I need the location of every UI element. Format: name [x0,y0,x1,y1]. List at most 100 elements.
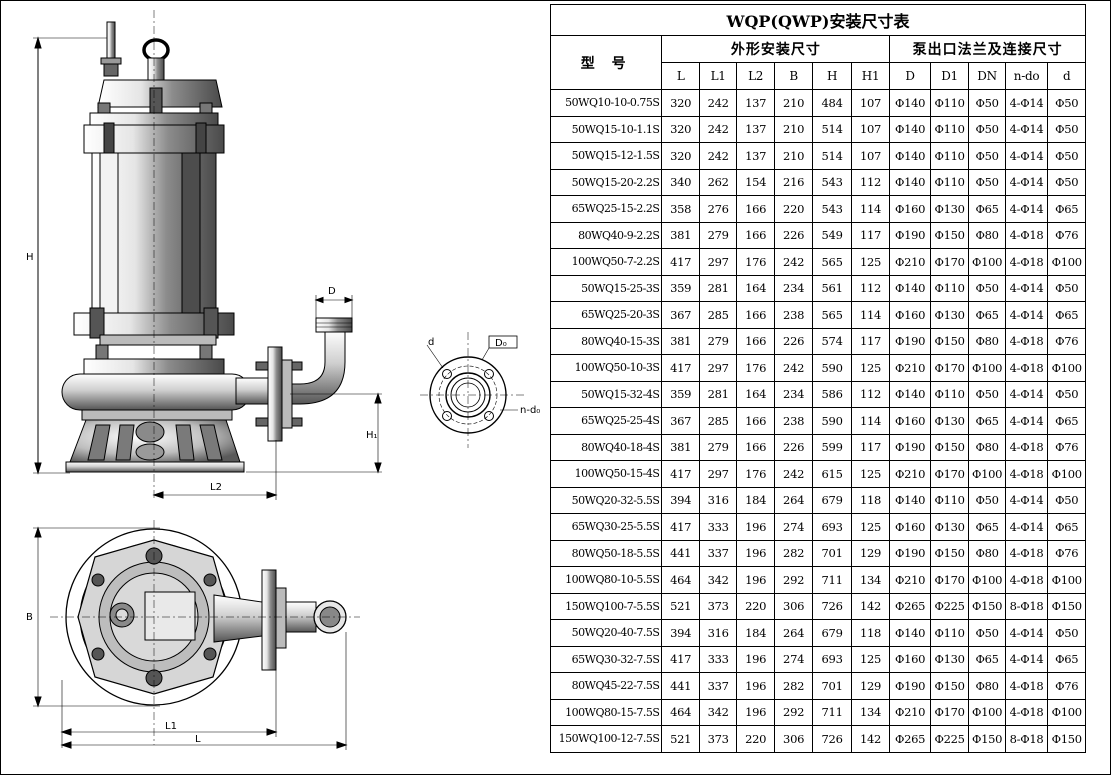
value-cell: 226 [773,433,814,461]
value-cell: Φ50 [1047,168,1086,196]
value-cell: 417 [661,248,700,276]
value-cell: 521 [661,725,700,753]
value-cell: Φ225 [929,725,970,753]
value-cell: 4-Φ18 [1004,672,1049,700]
value-cell: Φ100 [968,248,1006,276]
value-cell: 264 [773,486,814,514]
value-cell: Φ100 [968,698,1006,726]
value-cell: 4-Φ18 [1004,327,1049,355]
dim-label-L2: L2 [210,482,222,493]
value-cell: 599 [812,433,852,461]
value-cell: Φ140 [889,115,931,143]
value-cell: Φ190 [889,672,931,700]
model-cell: 50WQ15-12-1.5S [549,142,663,170]
value-cell: Φ130 [929,301,970,329]
value-cell: Φ100 [1047,248,1086,276]
value-cell: 164 [736,380,775,408]
value-cell: 107 [850,89,891,117]
value-cell: Φ170 [929,460,970,488]
value-cell: Φ210 [889,698,931,726]
value-cell: Φ170 [929,698,970,726]
value-cell: 242 [773,248,814,276]
model-cell: 100WQ50-15-4S [549,460,663,488]
value-cell: 220 [736,725,775,753]
model-cell: 50WQ10-10-0.75S [549,89,663,117]
value-cell: 514 [812,142,852,170]
value-cell: 297 [698,460,738,488]
model-cell: 80WQ40-18-4S [549,433,663,461]
col-header-H1: H1 [850,62,891,90]
col-header-L2: L2 [736,62,775,90]
value-cell: Φ150 [929,221,970,249]
value-cell: 238 [773,301,814,329]
value-cell: 4-Φ14 [1004,274,1049,302]
value-cell: Φ130 [929,645,970,673]
value-cell: 316 [698,486,738,514]
model-cell: 80WQ45-22-7.5S [549,672,663,700]
value-cell: Φ80 [968,433,1006,461]
value-cell: Φ170 [929,354,970,382]
col-header-d: d [1047,62,1086,90]
value-cell: 306 [773,592,814,620]
value-cell: Φ65 [1047,407,1086,435]
value-cell: Φ50 [968,115,1006,143]
value-cell: 226 [773,221,814,249]
value-cell: 373 [698,592,738,620]
value-cell: 137 [736,89,775,117]
value-cell: 693 [812,513,852,541]
value-cell: 166 [736,301,775,329]
dim-label-H: H [26,252,34,263]
model-cell: 50WQ20-32-5.5S [549,486,663,514]
value-cell: 615 [812,460,852,488]
model-cell: 100WQ80-10-5.5S [549,566,663,594]
value-cell: 176 [736,460,775,488]
value-cell: 693 [812,645,852,673]
value-cell: 176 [736,354,775,382]
value-cell: Φ76 [1047,539,1086,567]
value-cell: Φ190 [889,433,931,461]
value-cell: 342 [698,566,738,594]
value-cell: 134 [850,566,891,594]
value-cell: Φ100 [968,354,1006,382]
value-cell: 394 [661,619,700,647]
value-cell: Φ100 [968,460,1006,488]
model-cell: 65WQ25-15-2.2S [549,195,663,223]
value-cell: Φ50 [1047,274,1086,302]
value-cell: Φ50 [968,142,1006,170]
value-cell: 117 [850,327,891,355]
value-cell: 238 [773,407,814,435]
pump-top-view [33,520,360,750]
value-cell: 441 [661,539,700,567]
value-cell: 333 [698,645,738,673]
value-cell: 320 [661,142,700,170]
value-cell: 118 [850,619,891,647]
model-cell: 80WQ40-15-3S [549,327,663,355]
value-cell: 107 [850,142,891,170]
value-cell: Φ160 [889,513,931,541]
value-cell: 8-Φ18 [1004,725,1049,753]
value-cell: 137 [736,142,775,170]
value-cell: Φ130 [929,513,970,541]
value-cell: Φ50 [1047,380,1086,408]
value-cell: 134 [850,698,891,726]
model-cell: 65WQ25-20-3S [549,301,663,329]
model-cell: 50WQ15-32-4S [549,380,663,408]
value-cell: 292 [773,698,814,726]
value-cell: 701 [812,539,852,567]
value-cell: 4-Φ14 [1004,486,1049,514]
value-cell: 196 [736,513,775,541]
value-cell: 220 [773,195,814,223]
value-cell: 4-Φ14 [1004,168,1049,196]
value-cell: 112 [850,274,891,302]
value-cell: Φ80 [968,539,1006,567]
